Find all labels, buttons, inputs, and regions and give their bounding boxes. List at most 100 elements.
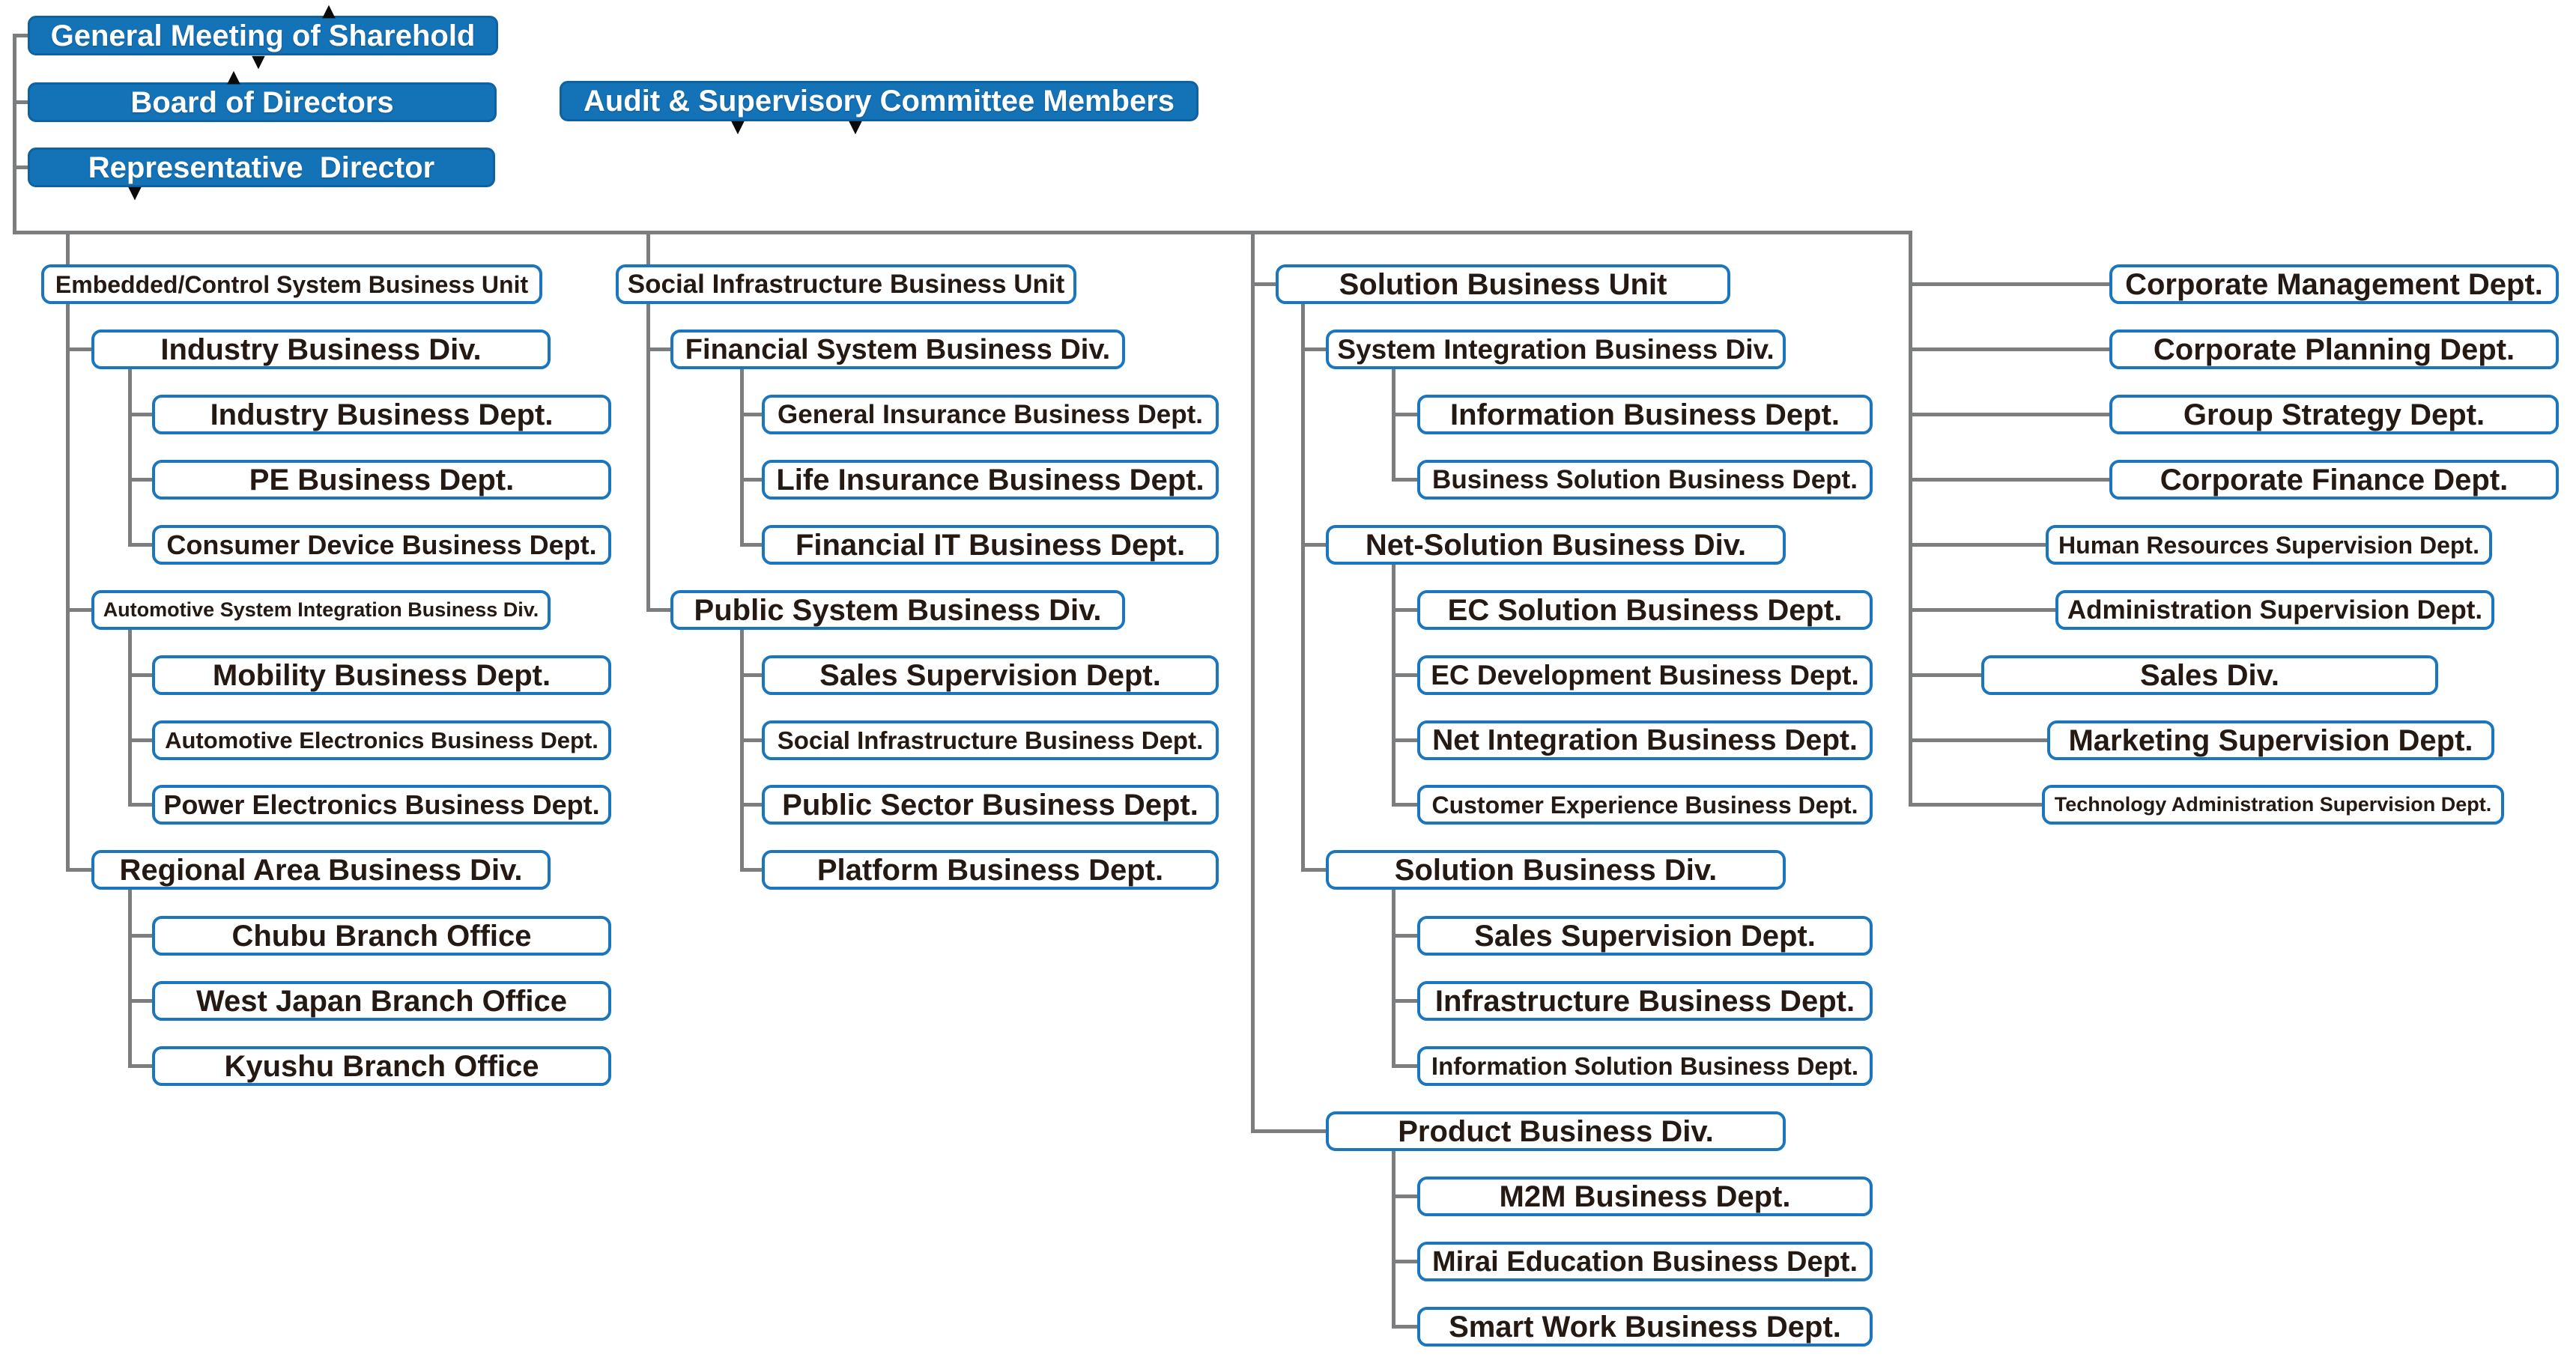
box-dept-sales-supervision-solution: Sales Supervision Dept. [1417,916,1873,956]
box-dept-general-insurance: General Insurance Business Dept. [762,395,1219,434]
connector-line [1909,413,2111,416]
division-label: Public System Business Div. [694,593,1102,627]
box-dept-information-solution: Information Solution Business Dept. [1417,1046,1873,1086]
connector-line [128,888,132,1067]
connector-line [646,608,672,612]
connector-line [128,543,154,547]
box-div-automotive-system-integration: Automotive System Integration Business D… [91,590,551,630]
box-dept-social-infrastructure: Social Infrastructure Business Dept. [762,720,1219,760]
department-label: Net Integration Business Dept. [1432,724,1858,756]
box-dept-customer-experience: Customer Experience Business Dept. [1417,785,1873,825]
department-label: EC Solution Business Dept. [1447,593,1843,627]
department-label: Consumer Device Business Dept. [166,529,597,560]
connector-line [1909,738,2049,742]
department-label: Infrastructure Business Dept. [1434,984,1855,1018]
box-dept-mobility: Mobility Business Dept. [152,655,611,695]
connector-line [13,166,29,169]
division-label: Sales Div. [2139,658,2280,692]
box-dept-marketing-supervision: Marketing Supervision Dept. [2047,720,2494,760]
connector-line [128,628,132,807]
connector-line [1392,999,1419,1003]
box-unit-solution: Solution Business Unit [1276,264,1730,304]
connector-line [740,630,744,871]
connector-line [740,413,763,416]
connector-line [13,34,16,233]
box-dept-life-insurance: Life Insurance Business Dept. [762,460,1219,500]
department-label: Customer Experience Business Dept. [1431,791,1858,819]
connector-line [1392,1260,1419,1263]
department-label: Mobility Business Dept. [212,658,551,692]
box-dept-power-electronics: Power Electronics Business Dept. [152,785,611,825]
department-label: West Japan Branch Office [196,984,567,1018]
box-dept-public-sector: Public Sector Business Dept. [762,785,1219,825]
box-dept-automotive-electronics: Automotive Electronics Business Dept. [152,720,611,760]
connector-line [1392,934,1419,938]
department-label: Business Solution Business Dept. [1432,465,1858,494]
box-dept-chubu-branch: Chubu Branch Office [152,916,611,956]
box-dept-technology-administration-supervision: Technology Administration Supervision De… [2042,785,2504,825]
down-arrow-icon: ▼ [731,117,745,137]
connector-line [740,367,744,546]
connector-line [1392,1195,1419,1198]
box-div-sales: Sales Div. [1981,655,2438,695]
connector-line [128,367,132,546]
box-dept-pe-business: PE Business Dept. [152,460,611,500]
department-label: Marketing Supervision Dept. [2068,723,2473,757]
department-label: Human Resources Supervision Dept. [2058,531,2479,559]
box-dept-industry-business: Industry Business Dept. [152,395,611,434]
unit-label: Solution Business Unit [1339,267,1667,301]
connector-line [1392,673,1419,677]
unit-label: Social Infrastructure Business Unit [627,270,1065,299]
department-label: Power Electronics Business Dept. [163,789,600,820]
department-label: Chubu Branch Office [231,919,532,953]
box-unit-embedded-control: Embedded/Control System Business Unit [41,264,542,304]
box-dept-infrastructure-business: Infrastructure Business Dept. [1417,981,1873,1021]
unit-label: Embedded/Control System Business Unit [55,270,529,298]
connector-line [128,738,154,742]
department-label: Public Sector Business Dept. [782,788,1198,822]
department-label: Corporate Planning Dept. [2153,333,2515,366]
department-label: M2M Business Dept. [1499,1180,1791,1213]
box-dept-kyushu-branch: Kyushu Branch Office [152,1046,611,1086]
connector-line [66,347,93,351]
connector-line [1909,478,2111,482]
connector-line [1909,608,2057,612]
connector-line [13,231,1912,234]
box-dept-net-integration: Net Integration Business Dept. [1417,720,1873,760]
department-label: EC Development Business Dept. [1431,660,1859,690]
connector-line [128,673,154,677]
connector-line [740,543,763,547]
department-label: General Insurance Business Dept. [778,400,1203,429]
down-arrow-icon: ▼ [252,52,265,72]
department-label: Life Insurance Business Dept. [776,463,1204,497]
connector-line [1392,888,1395,1067]
division-label: Solution Business Div. [1394,853,1718,887]
department-label: Social Infrastructure Business Dept. [777,726,1204,754]
department-label: Platform Business Dept. [816,853,1164,887]
box-dept-smart-work: Smart Work Business Dept. [1417,1307,1873,1347]
connector-line [13,100,29,104]
department-label: PE Business Dept. [249,463,515,497]
connector-line [1392,1325,1419,1329]
division-label: Industry Business Div. [160,333,482,366]
department-label: Kyushu Branch Office [224,1049,539,1083]
up-arrow-icon: ▲ [322,1,336,21]
connector-line [128,413,154,416]
connector-line [1909,282,2111,286]
box-div-net-solution: Net-Solution Business Div. [1326,525,1786,565]
box-dept-administration-supervision: Administration Supervision Dept. [2055,590,2494,630]
box-board-of-directors: Board of Directors [28,82,497,122]
connector-line [1392,738,1419,742]
connector-line [1392,478,1419,482]
box-dept-corporate-management: Corporate Management Dept. [2109,264,2559,304]
connector-line [128,478,154,482]
connector-line [13,34,29,37]
box-dept-human-resources-supervision: Human Resources Supervision Dept. [2046,525,2492,565]
box-div-solution-business: Solution Business Div. [1326,850,1786,890]
connector-line [1251,282,1277,286]
box-div-regional-area: Regional Area Business Div. [91,850,551,890]
box-div-product-business: Product Business Div. [1326,1111,1786,1151]
connector-line [128,934,154,938]
department-label: Corporate Management Dept. [2125,267,2543,301]
